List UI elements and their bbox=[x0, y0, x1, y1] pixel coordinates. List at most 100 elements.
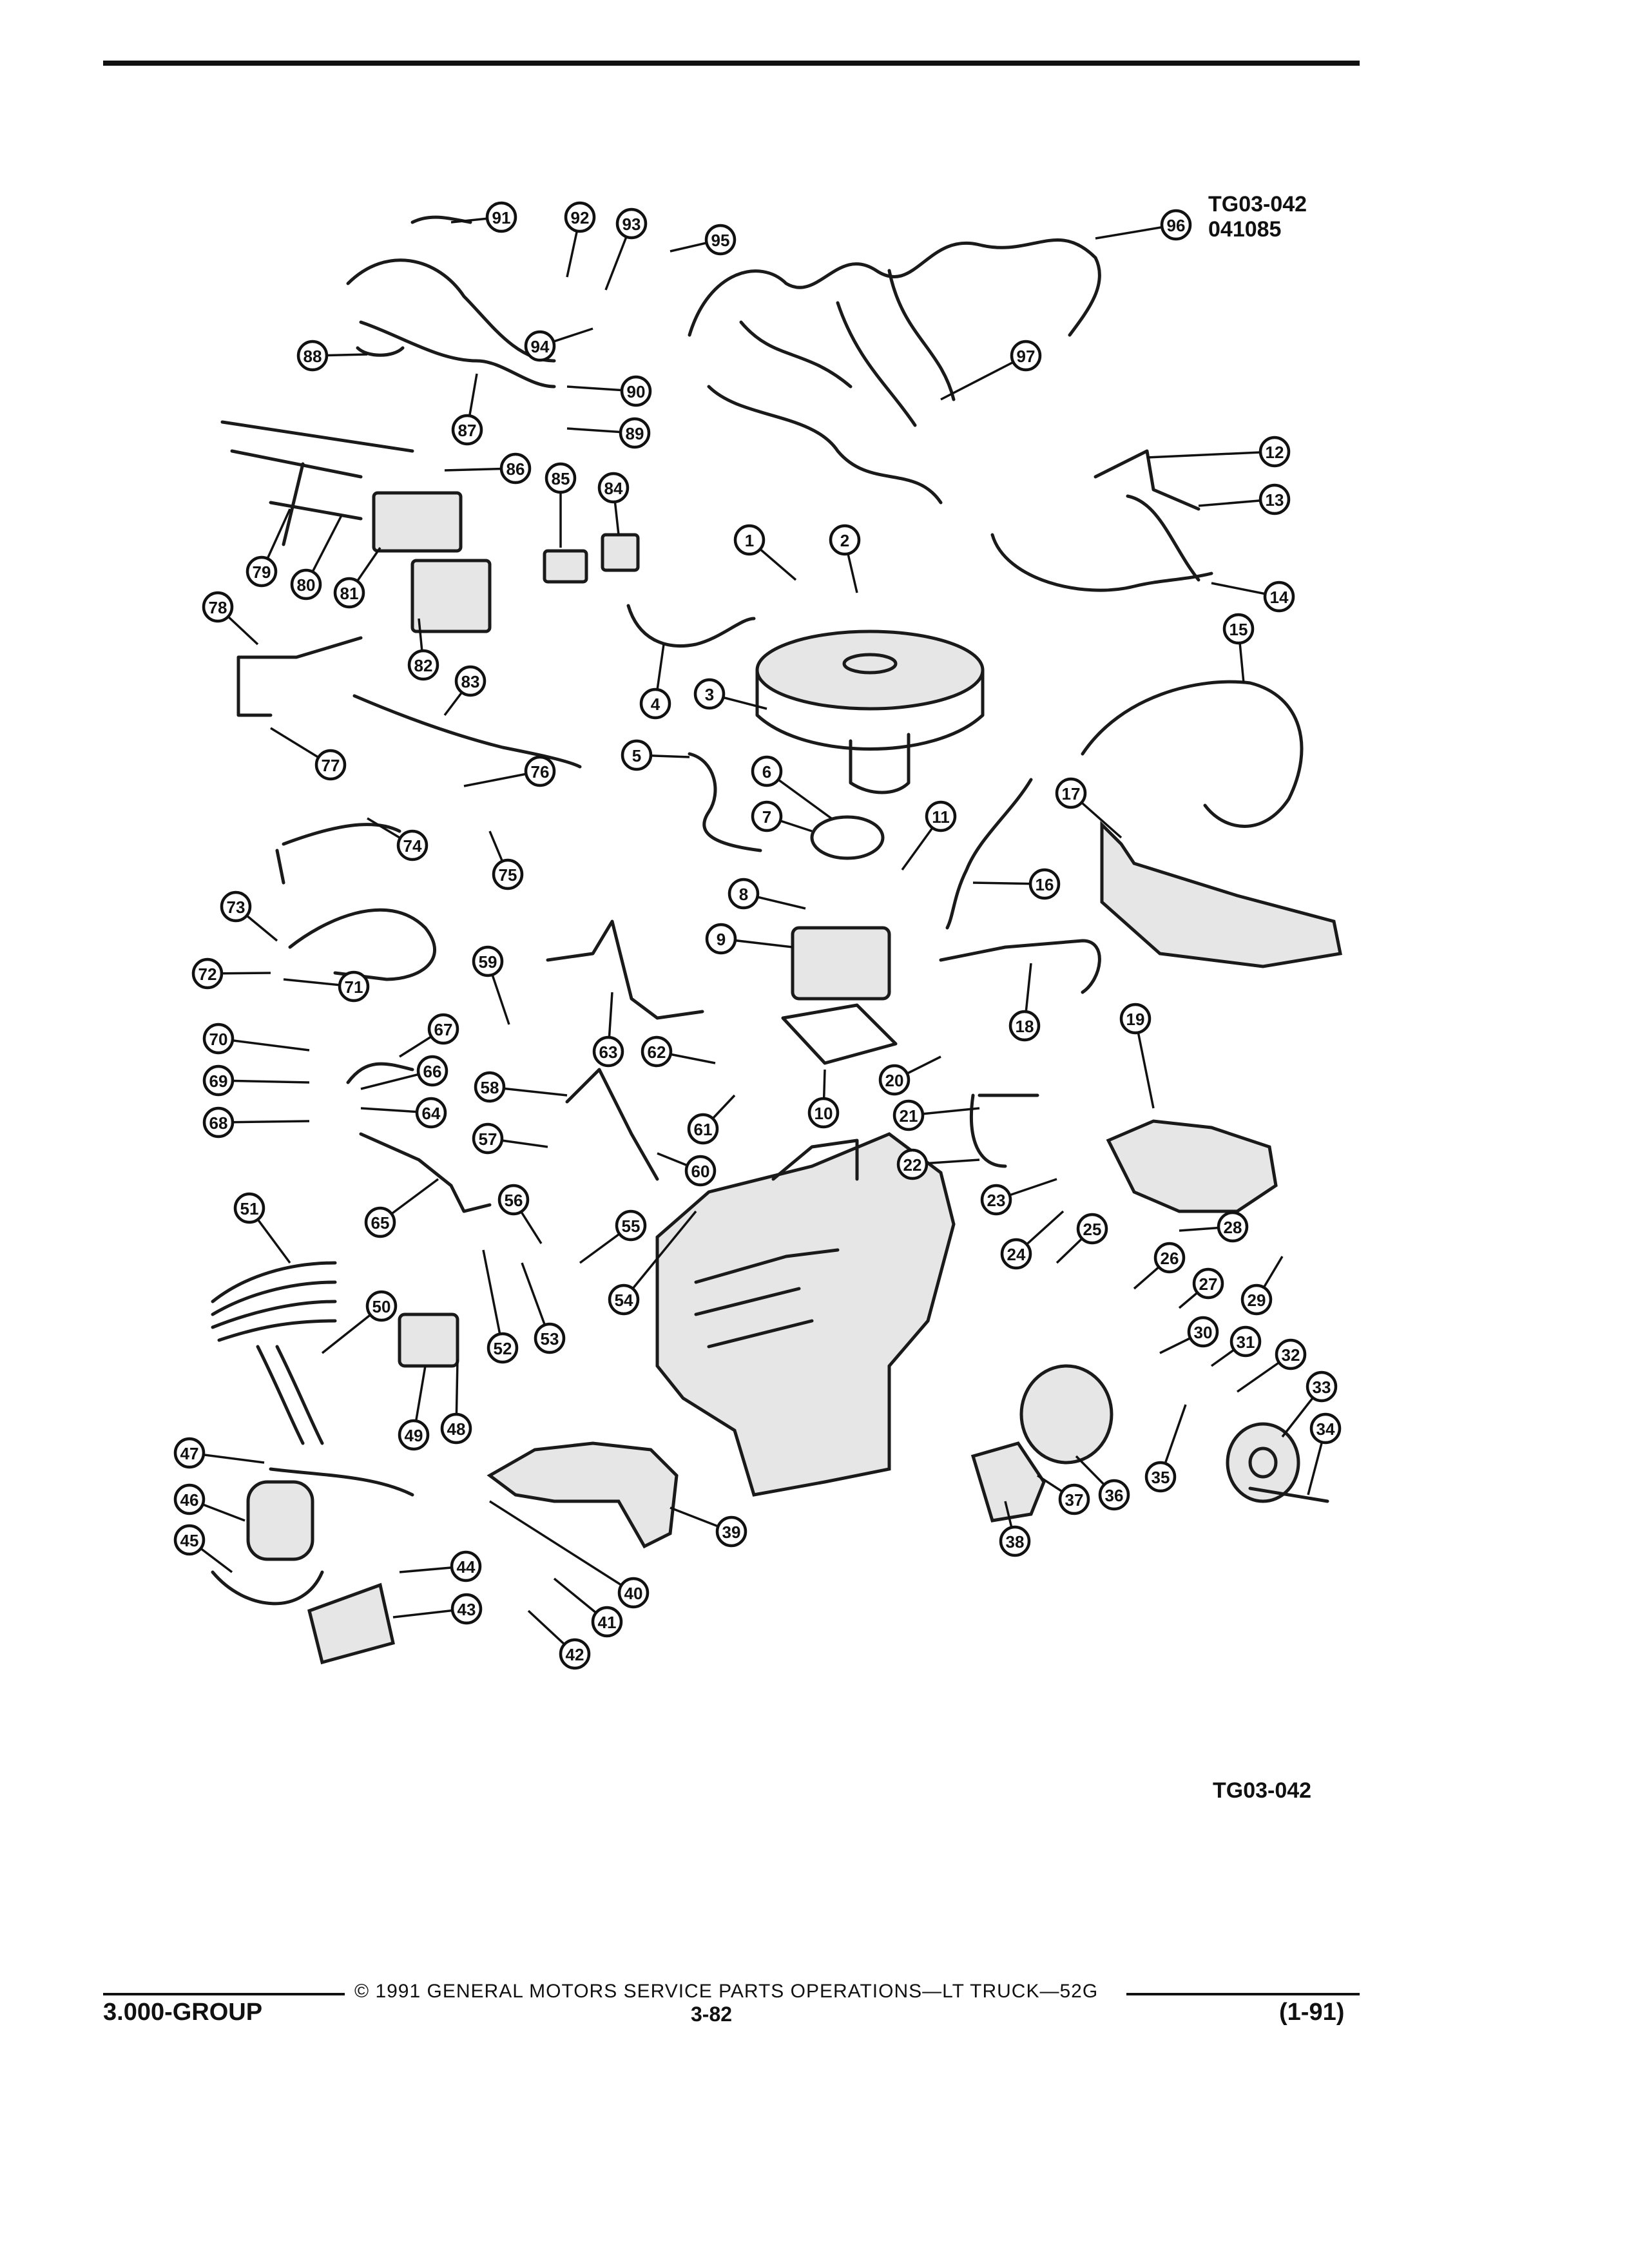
callout-55: 55 bbox=[579, 1209, 647, 1264]
callout-63: 63 bbox=[592, 992, 624, 1068]
callout-number: 52 bbox=[494, 1339, 512, 1358]
callout-circle bbox=[524, 330, 556, 362]
callout-number: 41 bbox=[598, 1613, 617, 1632]
callout-number: 66 bbox=[423, 1062, 442, 1081]
callout-number: 79 bbox=[253, 562, 271, 582]
callout-96: 96 bbox=[1095, 209, 1192, 241]
callout-circle bbox=[233, 1192, 265, 1224]
callout-circle bbox=[999, 1525, 1031, 1557]
callout-number: 91 bbox=[492, 208, 511, 227]
callout-number: 78 bbox=[209, 598, 227, 617]
callout-8: 8 bbox=[728, 878, 806, 910]
callout-number: 64 bbox=[422, 1104, 441, 1123]
callout-circle bbox=[1119, 1003, 1152, 1035]
callout-30: 30 bbox=[1159, 1316, 1219, 1354]
footer-revision: (1-91) bbox=[1279, 1999, 1345, 2026]
callout-circle bbox=[191, 957, 224, 990]
callout-45: 45 bbox=[173, 1524, 233, 1573]
callout-66: 66 bbox=[360, 1055, 448, 1090]
callout-44: 44 bbox=[399, 1550, 482, 1582]
callout-number: 46 bbox=[180, 1490, 199, 1510]
callout-21: 21 bbox=[892, 1099, 980, 1131]
callout-circle bbox=[621, 739, 653, 771]
callout-leader bbox=[622, 1210, 697, 1301]
callout-68: 68 bbox=[202, 1106, 310, 1139]
callout-circle bbox=[364, 1206, 396, 1238]
figure-code: TG03-042 bbox=[1208, 192, 1307, 216]
callout-circle bbox=[398, 1419, 430, 1451]
callout-leader bbox=[940, 354, 1027, 401]
callout-80: 80 bbox=[290, 515, 343, 601]
callout-number: 50 bbox=[372, 1297, 391, 1316]
callout-19: 19 bbox=[1119, 1003, 1155, 1109]
callout-circle bbox=[641, 1035, 673, 1068]
callout-number: 19 bbox=[1126, 1010, 1145, 1029]
callout-circle bbox=[220, 890, 252, 923]
callout-62: 62 bbox=[641, 1035, 716, 1068]
callout-75: 75 bbox=[488, 831, 524, 890]
callout-59: 59 bbox=[472, 945, 510, 1025]
callout-9: 9 bbox=[705, 923, 793, 955]
callout-leader bbox=[489, 1500, 634, 1594]
callout-number: 58 bbox=[481, 1078, 499, 1097]
callout-circle bbox=[1222, 613, 1255, 645]
callout-number: 86 bbox=[506, 459, 525, 479]
callout-circle bbox=[534, 1322, 566, 1354]
callout-circle bbox=[592, 1035, 624, 1068]
callout-number: 38 bbox=[1006, 1532, 1025, 1552]
callout-number: 23 bbox=[987, 1191, 1006, 1210]
callout-circle bbox=[497, 1184, 530, 1216]
callout-number: 25 bbox=[1083, 1220, 1102, 1239]
callout-6: 6 bbox=[751, 755, 833, 820]
footer-group: 3.000-GROUP bbox=[103, 1999, 263, 2026]
callout-circle bbox=[202, 1064, 235, 1097]
callout-circle bbox=[454, 665, 487, 697]
callout-number: 49 bbox=[405, 1426, 423, 1445]
callout-26: 26 bbox=[1133, 1242, 1186, 1290]
callout-number: 57 bbox=[479, 1129, 497, 1149]
callout-33: 33 bbox=[1281, 1370, 1338, 1438]
callout-number: 10 bbox=[815, 1104, 833, 1123]
callout-97: 97 bbox=[940, 340, 1042, 401]
callout-number: 48 bbox=[447, 1419, 466, 1439]
callout-number: 27 bbox=[1199, 1274, 1218, 1294]
callout-number: 3 bbox=[705, 685, 714, 704]
callout-number: 31 bbox=[1237, 1332, 1255, 1352]
callout-circle bbox=[314, 749, 347, 781]
callout-40: 40 bbox=[489, 1500, 650, 1609]
callout-circle bbox=[451, 414, 483, 446]
callout-29: 29 bbox=[1240, 1256, 1284, 1316]
callout-number: 43 bbox=[458, 1600, 476, 1619]
callout-94: 94 bbox=[524, 327, 593, 362]
callout-74: 74 bbox=[367, 817, 429, 861]
callout-53: 53 bbox=[521, 1262, 566, 1354]
callout-number: 32 bbox=[1282, 1345, 1300, 1365]
callout-number: 55 bbox=[622, 1216, 641, 1236]
callout-78: 78 bbox=[202, 591, 259, 646]
callout-number: 92 bbox=[571, 208, 590, 227]
callout-circle bbox=[896, 1148, 929, 1180]
callout-10: 10 bbox=[807, 1069, 840, 1129]
callout-circle bbox=[693, 678, 726, 710]
callout-circle bbox=[615, 1209, 647, 1242]
callout-number: 51 bbox=[240, 1199, 259, 1218]
callout-number: 96 bbox=[1167, 216, 1186, 235]
callout-number: 40 bbox=[624, 1584, 643, 1603]
callout-circle bbox=[1098, 1479, 1130, 1511]
callout-34: 34 bbox=[1307, 1412, 1342, 1495]
callout-number: 1 bbox=[745, 531, 754, 550]
callout-71: 71 bbox=[283, 970, 370, 1003]
callout-circle bbox=[1258, 483, 1291, 515]
callout-circle bbox=[415, 1097, 447, 1129]
callout-number: 83 bbox=[461, 672, 480, 691]
callout-number: 77 bbox=[322, 756, 340, 775]
callout-number: 30 bbox=[1194, 1323, 1213, 1342]
top-rule bbox=[103, 61, 1360, 66]
callout-number: 29 bbox=[1248, 1291, 1266, 1310]
callout-number: 72 bbox=[198, 965, 217, 984]
callout-leader bbox=[482, 1249, 504, 1349]
callout-number: 13 bbox=[1266, 490, 1284, 510]
callout-circle bbox=[246, 555, 278, 588]
callout-number: 76 bbox=[531, 762, 550, 782]
callout-number: 93 bbox=[622, 215, 641, 234]
